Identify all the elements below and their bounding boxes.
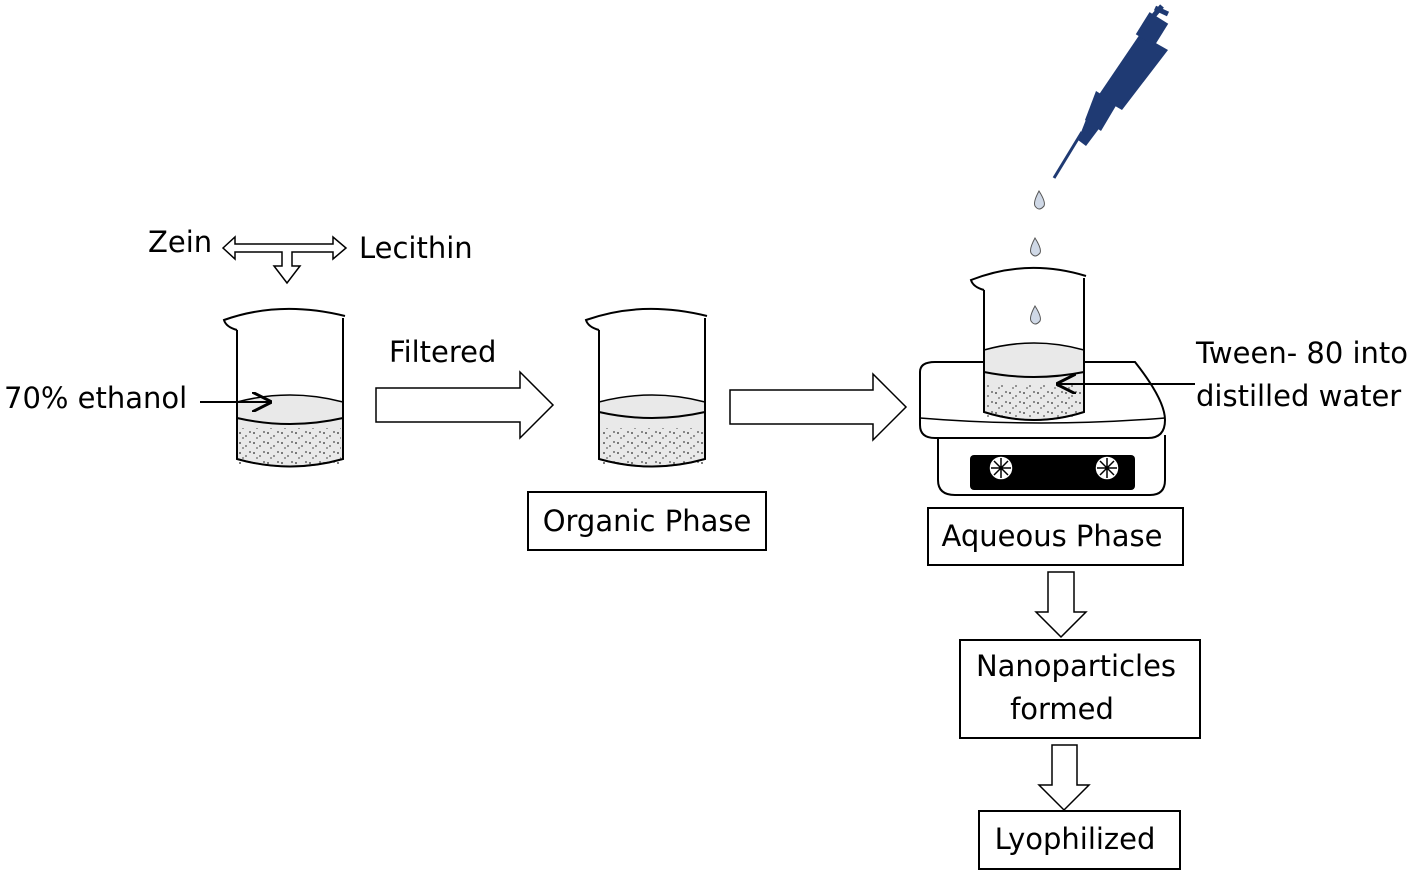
- tween-label-line2: distilled water: [1196, 379, 1401, 413]
- organic-phase-box: [527, 491, 767, 551]
- lyophilized-label: Lyophilized: [995, 822, 1156, 856]
- lecithin-label: Lecithin: [359, 231, 473, 265]
- down-arrow: [1034, 571, 1088, 639]
- magnetic-stirrer-icon: [919, 361, 1167, 496]
- beaker-icon: [969, 266, 1087, 421]
- micropipette-icon: [1052, 4, 1170, 179]
- zein-lecithin-merge-arrow: [221, 235, 348, 285]
- aqueous-phase-label: Aqueous Phase: [942, 519, 1163, 553]
- ethanol-label: 70% ethanol: [4, 381, 187, 415]
- nanoparticles-label-line1: Nanoparticles: [976, 649, 1176, 683]
- droplet-icon: [1034, 190, 1045, 210]
- transfer-arrow: [729, 372, 908, 442]
- droplet-icon: [1030, 305, 1041, 325]
- zein-label: Zein: [148, 225, 212, 259]
- lyophilized-box: [978, 810, 1181, 870]
- beaker-icon: [222, 307, 346, 468]
- nanoparticles-box: [959, 639, 1201, 739]
- tween-label-line1: Tween- 80 into: [1195, 336, 1408, 370]
- aqueous-phase-box: [927, 507, 1184, 566]
- organic-phase-label: Organic Phase: [543, 504, 752, 538]
- filtered-arrow: [375, 370, 555, 440]
- down-arrow: [1037, 744, 1091, 812]
- beaker-icon: [584, 307, 708, 468]
- filtered-label: Filtered: [389, 335, 496, 369]
- droplet-icon: [1030, 237, 1041, 257]
- nanoparticles-label-line2: formed: [1010, 692, 1114, 726]
